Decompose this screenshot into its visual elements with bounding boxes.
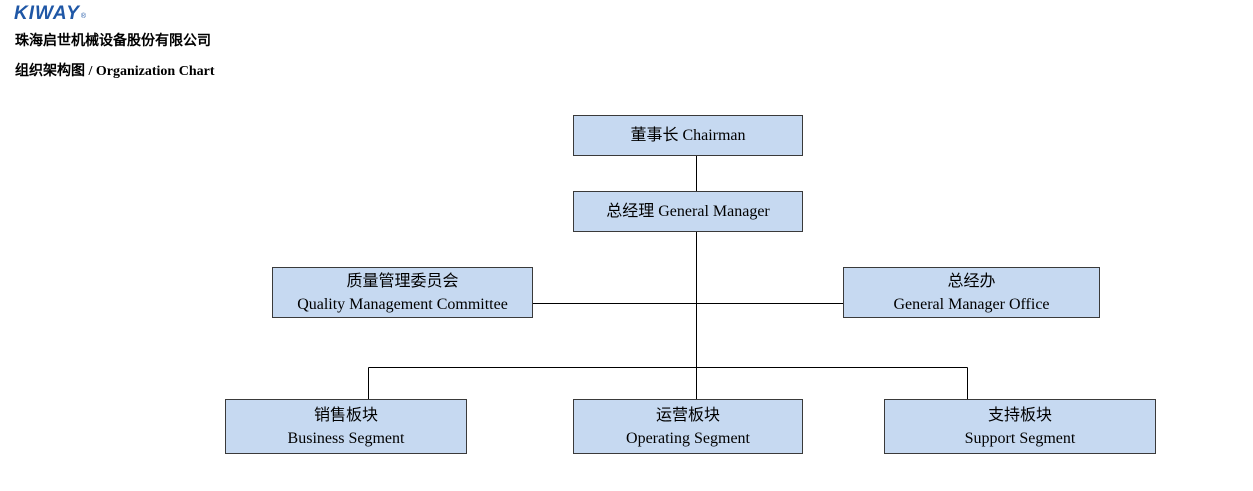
operating-segment-en: Operating Segment [626, 429, 750, 447]
support-segment-cn: 支持板块 [987, 406, 1052, 424]
logo-text: KIWAY [14, 3, 80, 24]
support-segment-en: Support Segment [964, 429, 1076, 447]
node-gm-office: 总经办 General Manager Office [843, 267, 1100, 318]
general-manager-label: 总经理 General Manager [606, 203, 770, 220]
business-segment-en: Business Segment [287, 429, 405, 447]
gm-office-cn: 总经办 [947, 272, 996, 290]
chart-title: 组织架构图 / Organization Chart [15, 64, 215, 79]
node-operating-segment: 运营板块 Operating Segment [573, 399, 803, 454]
operating-segment-cn: 运营板块 [655, 406, 720, 424]
company-name: 珠海启世机械设备股份有限公司 [15, 34, 211, 49]
kiway-logo: KIWAY® [14, 3, 87, 25]
node-business-segment: 销售板块 Business Segment [225, 399, 467, 454]
quality-committee-cn: 质量管理委员会 [346, 272, 459, 290]
gm-office-en: General Manager Office [893, 295, 1050, 313]
node-general-manager: 总经理 General Manager [573, 191, 803, 232]
node-support-segment: 支持板块 Support Segment [884, 399, 1156, 454]
node-chairman: 董事长 Chairman [573, 115, 803, 156]
quality-committee-en: Quality Management Committee [297, 295, 508, 313]
chairman-label: 董事长 Chairman [630, 127, 746, 144]
business-segment-cn: 销售板块 [313, 406, 378, 424]
registered-mark: ® [80, 13, 88, 20]
node-quality-committee: 质量管理委员会 Quality Management Committee [272, 267, 533, 318]
